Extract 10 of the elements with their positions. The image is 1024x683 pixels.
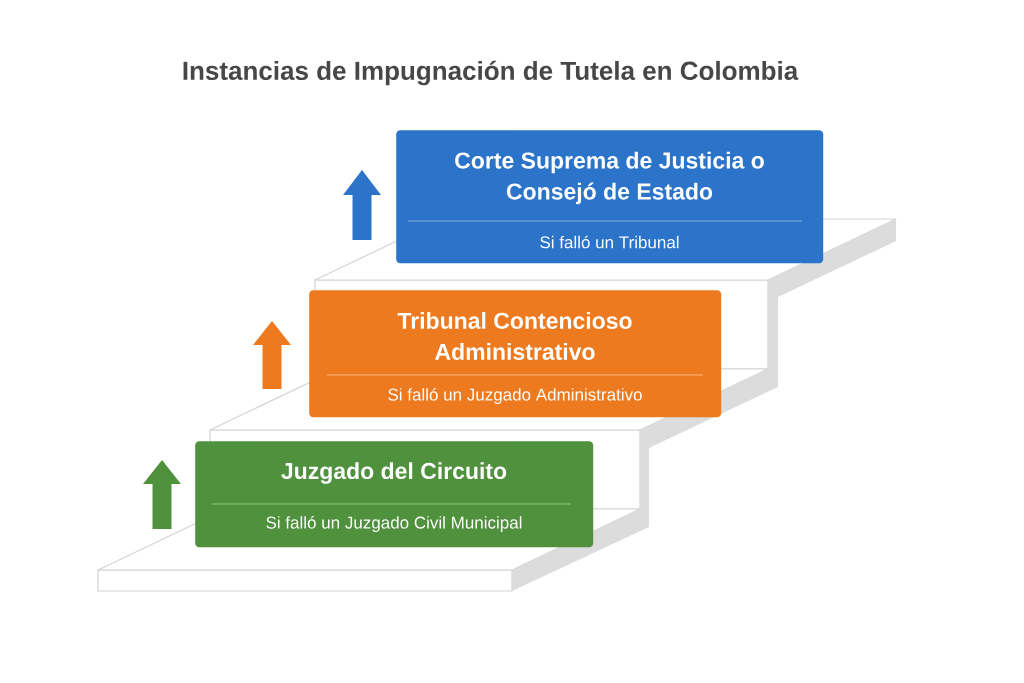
instance-box bbox=[309, 290, 722, 418]
title: Instancias de Impugnación de Tutela en Colombia bbox=[183, 60, 799, 86]
instance-box bbox=[195, 441, 594, 548]
instance-box bbox=[396, 130, 824, 264]
instance-name: Juzgado del Circuito bbox=[281, 462, 507, 484]
condition-text: Si falló un Juzgado Administrativo bbox=[388, 388, 642, 404]
condition-text: Si falló un Tribunal bbox=[540, 235, 679, 249]
condition-text: Si falló un Juzgado Civil Municipal bbox=[266, 516, 522, 532]
instance-name: Tribunal Contencioso Administrativo bbox=[397, 312, 632, 360]
instance-name: Corte Suprema de Justicia o Consejó de Estado bbox=[455, 151, 764, 205]
